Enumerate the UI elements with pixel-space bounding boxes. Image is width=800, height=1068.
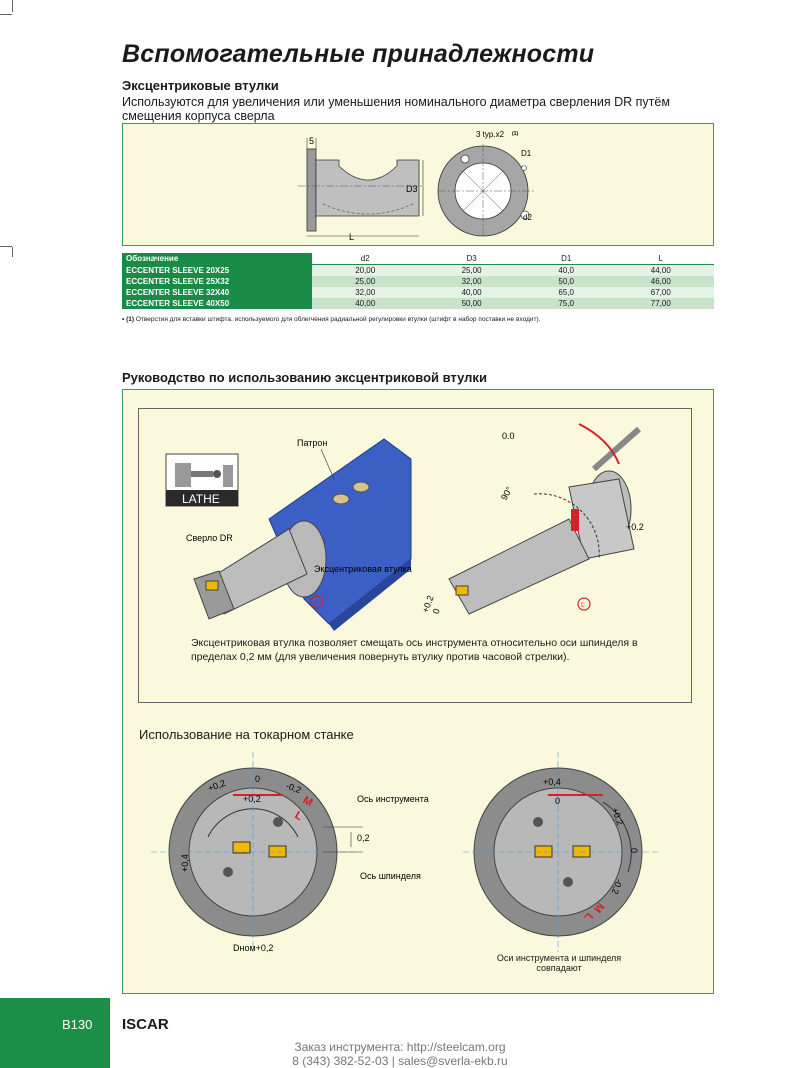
dnom-label: Dном+0,2 (233, 943, 273, 953)
cell-name: ECCENTER SLEEVE 32X40 (122, 287, 312, 298)
sleeve-side-view: 5 D3 L (298, 136, 424, 242)
sleeves-heading: Эксцентриковые втулки (122, 78, 279, 93)
sleeve-label: Эксцентриковая втулка (314, 564, 412, 574)
lathe-dials: 0 +0,2 +0,2 -0,2 +0,4 M L Ось инструмент… (151, 752, 658, 953)
crop-mark (12, 247, 13, 257)
zero-label: 0 (431, 607, 442, 615)
sleeve-front-view: 3 typ.x2 (1) D1 d2 (437, 130, 535, 238)
cell-d2: 25,00 (312, 276, 419, 287)
holes-label: 3 typ.x2 (476, 130, 505, 139)
cell-d1: 50,0 (524, 276, 608, 287)
plus02-label: +0.2 (626, 522, 644, 532)
brand-name: ISCAR (122, 1016, 169, 1033)
cell-name: ECCENTER SLEEVE 25X32 (122, 276, 312, 287)
dial-right: +0,4 0 +0,2 0 -0,2 M L (463, 752, 658, 952)
lathe-icon: LATHE (165, 453, 239, 507)
lathe-label: LATHE (182, 492, 220, 506)
scale-zero-left: 0 (255, 774, 260, 784)
left-l-mark: L (314, 600, 318, 607)
sleeve-spec-table-wrap: Обозначение d2 D3 D1 L ECCENTER SLEEVE 2… (122, 253, 714, 309)
dim-d2-label: d2 (523, 213, 532, 222)
dial-left: 0 +0,2 +0,2 -0,2 +0,4 M L (151, 752, 355, 952)
scale-zero-right: 0 (555, 796, 560, 806)
dim-d3-label: D3 (406, 184, 418, 194)
table-row: ECCENTER SLEEVE 25X32 25,00 32,00 50,0 4… (122, 276, 714, 287)
assembly-illustration: LATHE L Патрон Сверло DR Эксцентриков (165, 423, 644, 631)
sleeve-drawing-panel: 5 D3 L 3 typ.x2 (1) D1 d2 (122, 123, 714, 246)
page-number: B130 (62, 1017, 93, 1032)
page-title: Вспомогательные принадлежности (122, 40, 595, 68)
cell-d1: 65,0 (524, 287, 608, 298)
scale-m02-left: -0,2 (285, 781, 303, 796)
page-tab (0, 998, 110, 1068)
crop-mark (12, 0, 13, 12)
assembly-frame: LATHE L Патрон Сверло DR Эксцентриков (138, 408, 692, 703)
crop-mark (0, 14, 12, 15)
cell-l: 67,00 (607, 287, 714, 298)
cell-d3: 32,00 (418, 276, 525, 287)
holes-ref-label: (1) (512, 131, 518, 137)
right-l-mark: L (581, 602, 585, 609)
sleeve-spec-table: Обозначение d2 D3 D1 L ECCENTER SLEEVE 2… (122, 253, 714, 309)
cell-name: ECCENTER SLEEVE 20X25 (122, 264, 312, 276)
cell-name: ECCENTER SLEEVE 40X50 (122, 298, 312, 309)
sleeve-technical-drawing: 5 D3 L 3 typ.x2 (1) D1 d2 (298, 130, 535, 242)
crop-mark (0, 246, 12, 247)
contact-phone-line: 8 (343) 382-52-03 | sales@sverla-ekb.ru (292, 1054, 508, 1068)
lathe-usage-heading: Использование на токарном станке (139, 727, 354, 742)
guide-panel: LATHE L Патрон Сверло DR Эксцентриков (122, 389, 714, 994)
scale-p04-left: +0,4 (180, 854, 190, 872)
guide-heading: Руководство по использованию эксцентрико… (122, 370, 487, 385)
footnote-mark: • (1) (122, 316, 135, 323)
contact-order-line: Заказ инструмента: http://steelcam.org (294, 1040, 506, 1054)
col-header-d3: D3 (418, 253, 525, 265)
cell-d3: 50,00 (418, 298, 525, 309)
cell-l: 46,00 (607, 276, 714, 287)
table-footnote: • (1) Отверстия для вставки штифта, испо… (122, 316, 540, 323)
tool-axis-label: Ось инструмента (357, 794, 429, 804)
angle-0-label: 0.0 (502, 431, 515, 441)
offset-label: 0,2 (357, 833, 370, 843)
sleeve-explanation: Эксцентриковая втулка позволяет смещать … (191, 637, 638, 663)
axis-offset-annotation: Ось инструмента 0,2 Ось шпинделя Dном+0,… (233, 794, 429, 953)
col-header-d1: D1 (524, 253, 608, 265)
scale-zero-right-2: 0 (629, 848, 639, 853)
cell-d3: 40,00 (418, 287, 525, 298)
cell-d2: 20,00 (312, 264, 419, 276)
col-header-l: L (607, 253, 714, 265)
footnote-text: Отверстия для вставки штифта, используем… (135, 316, 541, 323)
scale-m02-right: -0,2 (610, 878, 625, 896)
cell-d2: 32,00 (312, 287, 419, 298)
drill-right: L (448, 423, 641, 615)
table-header-row: Обозначение d2 D3 D1 L (122, 253, 714, 265)
cell-d1: 75,0 (524, 298, 608, 309)
scale-p02-inner-left: +0,2 (243, 794, 261, 804)
dim-l-label: L (349, 232, 354, 242)
cell-l: 44,00 (607, 264, 714, 276)
cell-d3: 25,00 (418, 264, 525, 276)
angle-90-label: 90° (499, 485, 515, 502)
table-row: ECCENTER SLEEVE 32X40 32,00 40,00 65,0 6… (122, 287, 714, 298)
drill-left: L (193, 520, 327, 620)
cell-d1: 40,0 (524, 264, 608, 276)
scale-p04-right: +0,4 (543, 777, 561, 787)
spindle-axis-label: Ось шпинделя (360, 871, 421, 881)
table-row: ECCENTER SLEEVE 40X50 40,00 50,00 75,0 7… (122, 298, 714, 309)
sleeves-description: Используются для увеличения или уменьшен… (122, 95, 670, 123)
dim-d1-label: D1 (521, 149, 532, 158)
cell-d2: 40,00 (312, 298, 419, 309)
drill-label: Сверло DR (186, 533, 233, 543)
coincide-label: Оси инструмента и шпинделя совпадают (496, 953, 622, 973)
chuck-label: Патрон (297, 438, 327, 448)
dim-5-label: 5 (309, 136, 314, 146)
cell-l: 77,00 (607, 298, 714, 309)
table-row: ECCENTER SLEEVE 20X25 20,00 25,00 40,0 4… (122, 264, 714, 276)
col-header-d2: d2 (312, 253, 419, 265)
col-header-designation: Обозначение (122, 253, 312, 265)
